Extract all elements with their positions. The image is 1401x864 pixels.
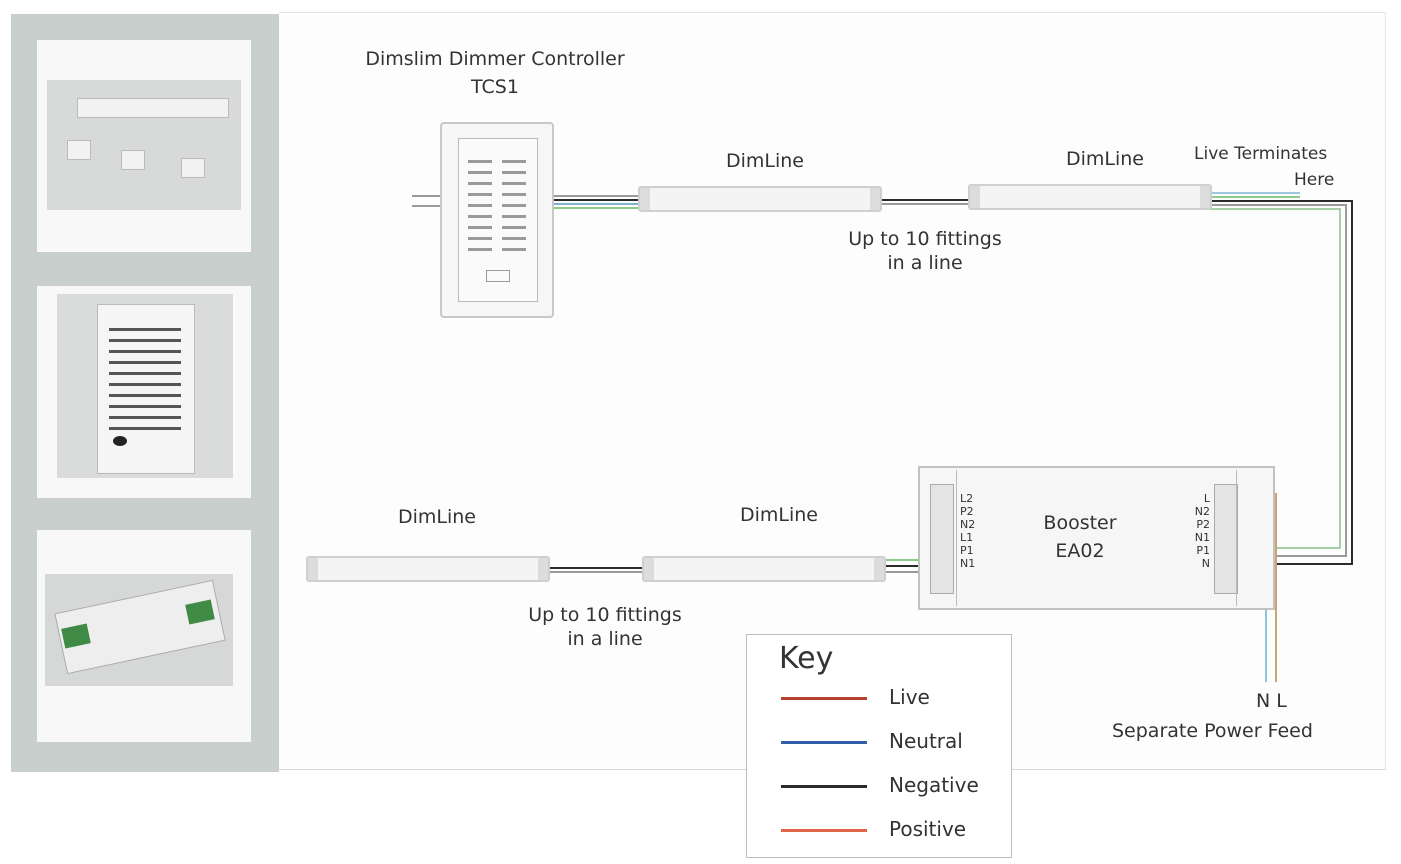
key-negative-label: Negative bbox=[889, 773, 979, 797]
fitting-label-top-right: DimLine bbox=[1065, 148, 1144, 170]
controller-title-line1: Dimslim Dimmer Controller bbox=[365, 48, 625, 70]
key-live-swatch bbox=[781, 697, 867, 700]
key-title: Key bbox=[779, 641, 834, 676]
key-positive-swatch bbox=[781, 829, 867, 832]
live-note-line2: Here bbox=[1294, 170, 1335, 190]
dimline-fitting-bottom-left bbox=[306, 556, 550, 582]
booster-model: EA02 bbox=[1055, 540, 1105, 562]
booster-unit-photo bbox=[37, 530, 251, 742]
key-negative-swatch bbox=[781, 785, 867, 788]
strip-light-kit-photo bbox=[37, 40, 251, 252]
dimmer-controller-photo bbox=[37, 286, 251, 498]
dimline-fitting-top-right bbox=[968, 184, 1212, 210]
key-neutral-label: Neutral bbox=[889, 729, 963, 753]
key-positive-label: Positive bbox=[889, 817, 967, 841]
key-neutral-swatch bbox=[781, 741, 867, 744]
dimmer-controller bbox=[440, 122, 554, 318]
booster-terminals-left: L2 P2 N2 L1 P1 N1 bbox=[960, 492, 976, 570]
dimline-fitting-top-left bbox=[638, 186, 882, 212]
key-live-label: Live bbox=[889, 685, 930, 709]
fittings-note-top-line1: Up to 10 fittings bbox=[848, 228, 1002, 250]
fitting-label-bottom-left: DimLine bbox=[397, 506, 476, 528]
fittings-note-bottom-line1: Up to 10 fittings bbox=[528, 604, 682, 626]
booster-terminals-right: L N2 P2 N1 P1 N bbox=[1194, 492, 1210, 570]
fitting-label-bottom-right: DimLine bbox=[739, 504, 818, 526]
fittings-note-top-line2: in a line bbox=[887, 252, 963, 274]
product-photo-sidebar bbox=[11, 14, 279, 772]
booster-unit: L2 P2 N2 L1 P1 N1 L N2 P2 N1 P1 N Booste… bbox=[918, 466, 1275, 610]
power-feed-caption: Separate Power Feed bbox=[1112, 720, 1313, 742]
fittings-note-bottom-line2: in a line bbox=[567, 628, 643, 650]
fitting-label-top-left: DimLine bbox=[725, 150, 804, 172]
wire-color-key: Key Live Neutral Negative Positive bbox=[746, 634, 1012, 858]
dimline-fitting-bottom-right bbox=[642, 556, 886, 582]
controller-title-line2: TCS1 bbox=[471, 76, 519, 98]
booster-name: Booster bbox=[1043, 512, 1117, 534]
power-feed-letters: N L bbox=[1256, 690, 1287, 712]
live-note-line1: Live Terminates bbox=[1194, 144, 1328, 164]
